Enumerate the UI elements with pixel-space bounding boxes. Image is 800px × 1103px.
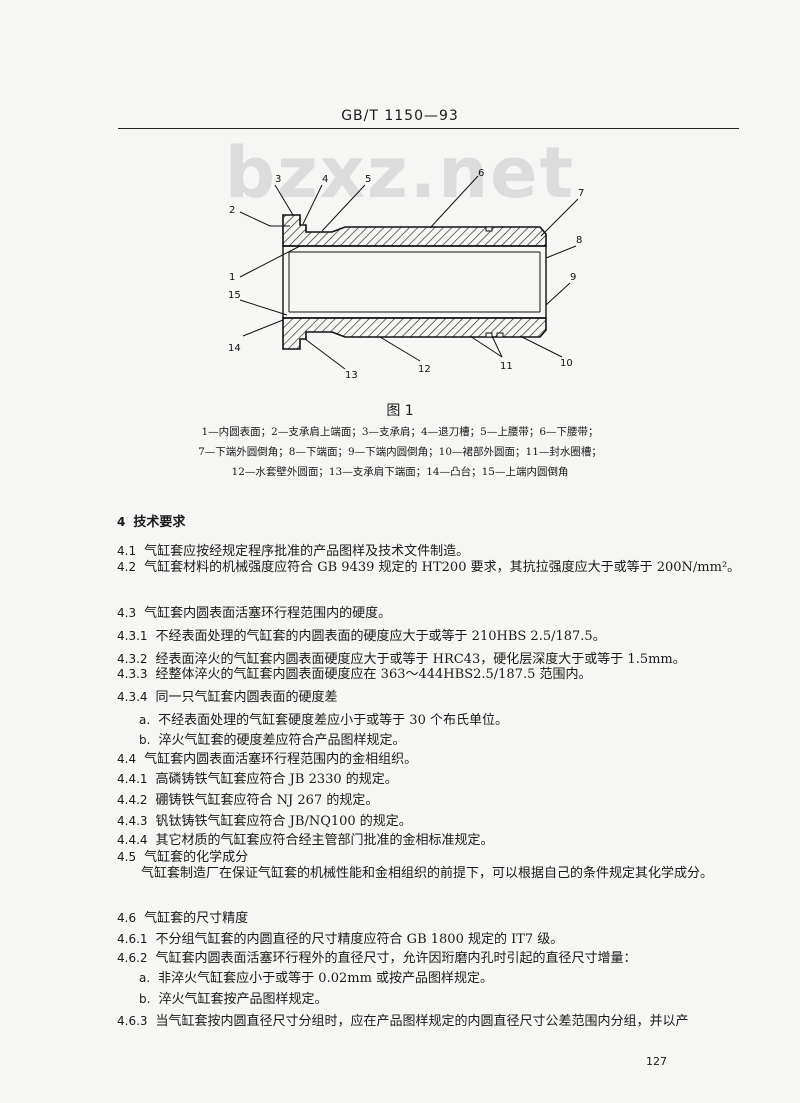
callout-7: 7 <box>578 188 584 199</box>
callout-15: 15 <box>228 290 241 301</box>
callout-3: 3 <box>275 174 281 185</box>
callout-12: 12 <box>418 364 431 375</box>
cylinder-liner-figure: 1 2 3 4 5 6 7 8 9 10 11 12 13 14 15 <box>228 168 584 381</box>
page-number: 127 <box>646 1055 667 1068</box>
document-header: GB/T 1150—93 <box>341 108 459 124</box>
callout-13: 13 <box>345 370 358 381</box>
figure-legend-line-1: 1—内圆表面；2—支承肩上端面；3—支承肩；4—退刀槽；5—上腰带；6—下腰带； <box>201 426 599 438</box>
callout-9: 9 <box>570 272 576 283</box>
item-a-hardness: a.不经表面处理的气缸套硬度差应小于或等于 30 个布氏单位。 <box>139 713 508 728</box>
watermark: bzxz.net <box>224 132 576 214</box>
item-a-diameter: a.非淬火气缸套应小于或等于 0.02mm 或按产品图样规定。 <box>139 971 494 986</box>
callout-1: 1 <box>229 272 235 283</box>
figure-legend-line-3: 12—水套壁外圆面；13—支承肩下端面；14—凸台；15—上端内圆倒角 <box>231 466 569 478</box>
lower-wall-section <box>282 317 547 350</box>
item-b-hardness: b.淬火气缸套的硬度差应符合产品图样规定。 <box>139 733 406 748</box>
callout-11: 11 <box>500 361 513 372</box>
callout-14: 14 <box>228 343 241 354</box>
header-rule <box>118 128 739 129</box>
clause-4-5-body: 气缸套制造厂在保证气缸套的机械性能和金相组织的前提下，可以根据自己的条件规定其化… <box>141 866 714 881</box>
item-b-diameter: b.淬火气缸套按产品图样规定。 <box>139 992 328 1007</box>
callout-8: 8 <box>576 235 582 246</box>
callout-5: 5 <box>365 174 371 185</box>
figure-title: 图 1 <box>386 403 414 419</box>
callout-10: 10 <box>560 358 573 369</box>
figure-legend-line-2: 7—下端外圆倒角；8—下端面；9—下端内圆倒角；10—裙部外圆面；11—封水圈槽… <box>198 446 602 458</box>
callout-6: 6 <box>478 168 484 179</box>
callout-2: 2 <box>229 205 235 216</box>
callout-4: 4 <box>322 174 328 185</box>
